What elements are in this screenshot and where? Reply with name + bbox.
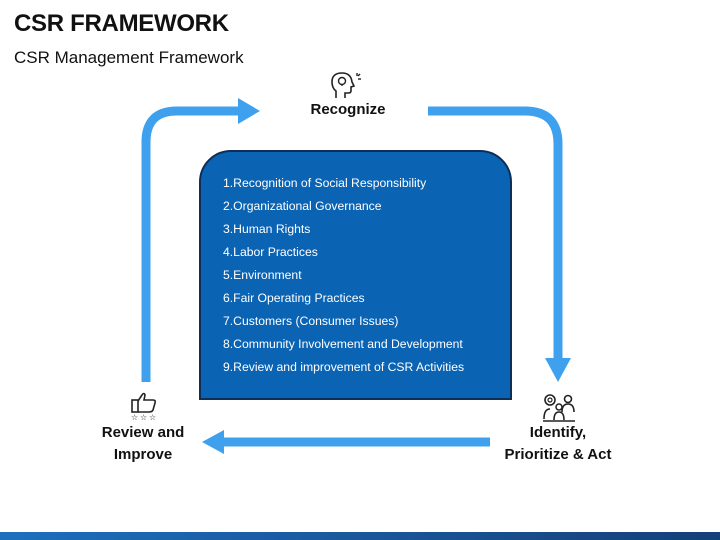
footer-bar: [0, 532, 720, 540]
list-item: 9.Review and improvement of CSR Activiti…: [223, 360, 465, 374]
node-label-recognize: Recognize: [310, 101, 386, 118]
list-item: 6.Fair Operating Practices: [223, 291, 365, 305]
slide-subtitle: CSR Management Framework: [14, 48, 244, 67]
arrow-recognize-to-identify: [428, 106, 563, 360]
csr-subjects-list: 1.Recognition of Social Responsibility 2…: [223, 173, 464, 380]
node-label-identify-line1: Identify,: [529, 424, 587, 441]
list-item: 8.Community Involvement and Development: [223, 337, 463, 351]
list-item: 3.Human Rights: [223, 222, 311, 236]
arrow-review-to-recognize: [141, 106, 240, 382]
svg-text:☆: ☆: [131, 413, 138, 421]
node-label-review-line2: Improve: [113, 446, 173, 463]
node-label-review: Review and Improve: [88, 422, 198, 466]
arrowhead-identify: [545, 358, 571, 382]
team-meeting-icon: [543, 394, 575, 422]
node-label-identify-line2: Prioritize & Act: [504, 446, 612, 463]
node-label-identify: Identify, Prioritize & Act: [488, 422, 628, 466]
svg-text:☆: ☆: [149, 413, 156, 421]
csr-subjects-box: [199, 150, 512, 400]
arrowhead-recognize: [238, 98, 260, 124]
list-item: 4.Labor Practices: [223, 245, 318, 259]
arrowhead-review: [202, 430, 224, 454]
list-item: 7.Customers (Consumer Issues): [223, 314, 399, 328]
thumbs-up-stars-icon: ☆ ☆ ☆: [131, 392, 156, 421]
list-item: 1.Recognition of Social Responsibility: [223, 176, 427, 190]
slide-title: CSR FRAMEWORK: [14, 10, 229, 37]
brain-lightbulb-icon: [331, 72, 361, 98]
node-label-review-line1: Review and: [101, 424, 185, 441]
list-item: 5.Environment: [223, 268, 302, 282]
svg-text:☆: ☆: [140, 413, 147, 421]
list-item: 2.Organizational Governance: [223, 199, 382, 213]
